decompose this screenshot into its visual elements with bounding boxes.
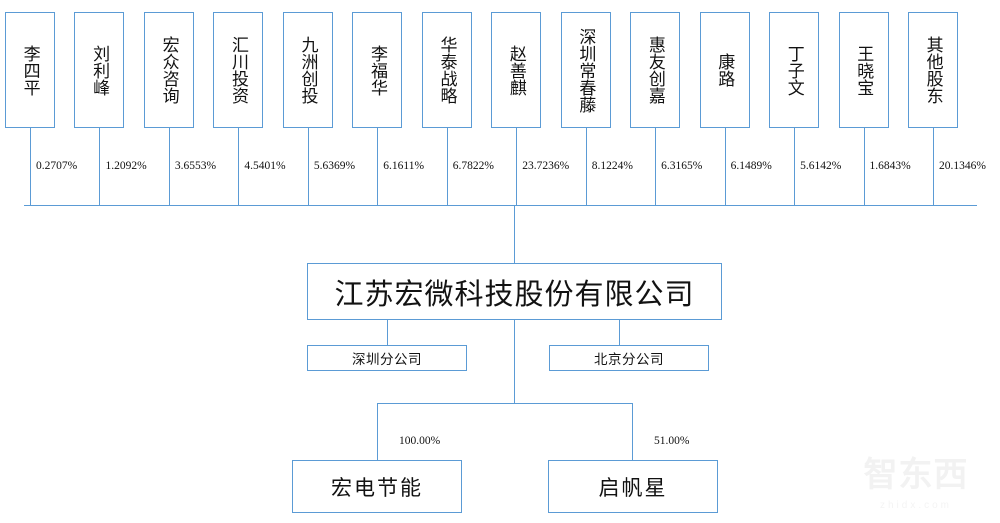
shareholder-pct-label: 4.5401%: [244, 160, 286, 172]
shareholder-connector: [238, 128, 240, 205]
subsidiary-name: 宏电节能: [331, 475, 423, 500]
subsidiary-box-hongdian[interactable]: 宏电节能: [292, 460, 462, 513]
shareholder-box[interactable]: 惠友创嘉: [630, 12, 681, 128]
company-box[interactable]: 江苏宏微科技股份有限公司: [307, 263, 722, 320]
shareholder-connector: [863, 128, 865, 205]
shareholder-box[interactable]: 汇川投资: [213, 12, 264, 128]
branch-box-beijing[interactable]: 北京分公司: [549, 345, 709, 371]
shareholder-connector: [99, 128, 101, 205]
shareholder-box[interactable]: 康路: [699, 12, 750, 128]
shareholder-connector: [446, 128, 448, 205]
shareholder-pct-label: 3.6553%: [174, 160, 217, 172]
shareholder-box[interactable]: 其他股东: [908, 12, 958, 128]
shareholder-box[interactable]: 深圳常春藤: [560, 12, 611, 128]
subsidiary-pct-label: 100.00%: [399, 435, 441, 447]
shareholder-connector: [377, 128, 379, 205]
shareholder-name: 深圳常春藤: [576, 27, 596, 113]
shareholder-name: 王晓宝: [854, 44, 874, 96]
shareholder-connector: [30, 128, 31, 205]
shareholder-pct-label: 5.6369%: [313, 160, 356, 172]
shareholder-connector: [307, 128, 309, 205]
subsidiary-pct-label: 51.00%: [654, 435, 690, 447]
shareholder-box[interactable]: 刘利峰: [74, 12, 125, 128]
shareholder-pct-label: 6.7822%: [452, 160, 494, 172]
shareholder-connector: [724, 128, 726, 205]
shareholder-connector: [516, 128, 518, 205]
subsidiary-bus-line: [377, 403, 633, 404]
shareholder-name: 康路: [715, 53, 735, 87]
shareholder-connector: [168, 128, 170, 205]
shareholder-pct-label: 1.6843%: [869, 160, 911, 172]
shareholder-box[interactable]: 丁子文: [769, 12, 820, 128]
watermark: 智东西 zhidx.com: [846, 441, 986, 515]
shareholder-name: 九洲创投: [298, 36, 318, 104]
branch-right-connector: [619, 320, 620, 345]
company-to-subsidiaries-connector: [514, 320, 515, 403]
shareholder-box[interactable]: 赵善麒: [491, 12, 542, 128]
shareholder-pct-label: 0.2707%: [36, 160, 78, 172]
shareholder-name: 惠友创嘉: [645, 36, 665, 104]
shareholder-connector: [933, 128, 934, 205]
subsidiary-box-qifanxing[interactable]: 启帆星: [548, 460, 718, 513]
shareholder-name: 李四平: [20, 44, 40, 96]
shareholder-name: 汇川投资: [229, 36, 249, 104]
shareholder-box[interactable]: 宏众咨询: [143, 12, 194, 128]
shareholder-pct-label: 8.1224%: [591, 160, 633, 172]
watermark-text: 智东西: [863, 456, 969, 494]
shareholder-connector: [585, 128, 587, 205]
branch-label: 北京分公司: [594, 352, 664, 367]
shareholder-box[interactable]: 王晓宝: [838, 12, 889, 128]
shareholder-name: 宏众咨询: [159, 36, 179, 104]
shareholder-pct-label: 20.1346%: [939, 160, 986, 172]
branch-left-connector: [387, 320, 388, 345]
watermark-subtext: zhidx.com: [879, 500, 952, 511]
branch-label: 深圳分公司: [352, 352, 422, 367]
branch-box-shenzhen[interactable]: 深圳分公司: [307, 345, 467, 371]
shareholder-box[interactable]: 李福华: [352, 12, 403, 128]
shareholder-box[interactable]: 华泰战略: [421, 12, 472, 128]
shareholder-name: 其他股东: [923, 36, 943, 104]
shareholder-name: 赵善麒: [506, 44, 526, 96]
shareholder-name: 刘利峰: [90, 44, 110, 96]
shareholder-box[interactable]: 李四平: [5, 12, 55, 128]
shareholder-pct-label: 6.1611%: [383, 160, 425, 172]
shareholder-box[interactable]: 九洲创投: [282, 12, 333, 128]
shareholder-name: 李福华: [367, 44, 387, 96]
subsidiary-right-connector: [632, 403, 633, 460]
subsidiary-left-connector: [377, 403, 378, 460]
shareholder-pct-label: 23.7236%: [522, 160, 570, 172]
shareholder-name: 丁子文: [784, 44, 804, 96]
shareholder-name: 华泰战略: [437, 36, 457, 104]
shareholder-connector: [794, 128, 796, 205]
shareholder-pct-label: 5.6142%: [800, 160, 842, 172]
shareholder-bus-line: [24, 205, 977, 206]
shareholder-pct-label: 6.3165%: [661, 160, 703, 172]
shareholder-connector: [655, 128, 657, 205]
bus-to-company-connector: [514, 205, 515, 263]
shareholder-pct-label: 6.1489%: [730, 160, 772, 172]
subsidiary-name: 启帆星: [598, 475, 668, 500]
company-name: 江苏宏微科技股份有限公司: [334, 278, 695, 311]
shareholder-pct-label: 1.2092%: [105, 160, 147, 172]
